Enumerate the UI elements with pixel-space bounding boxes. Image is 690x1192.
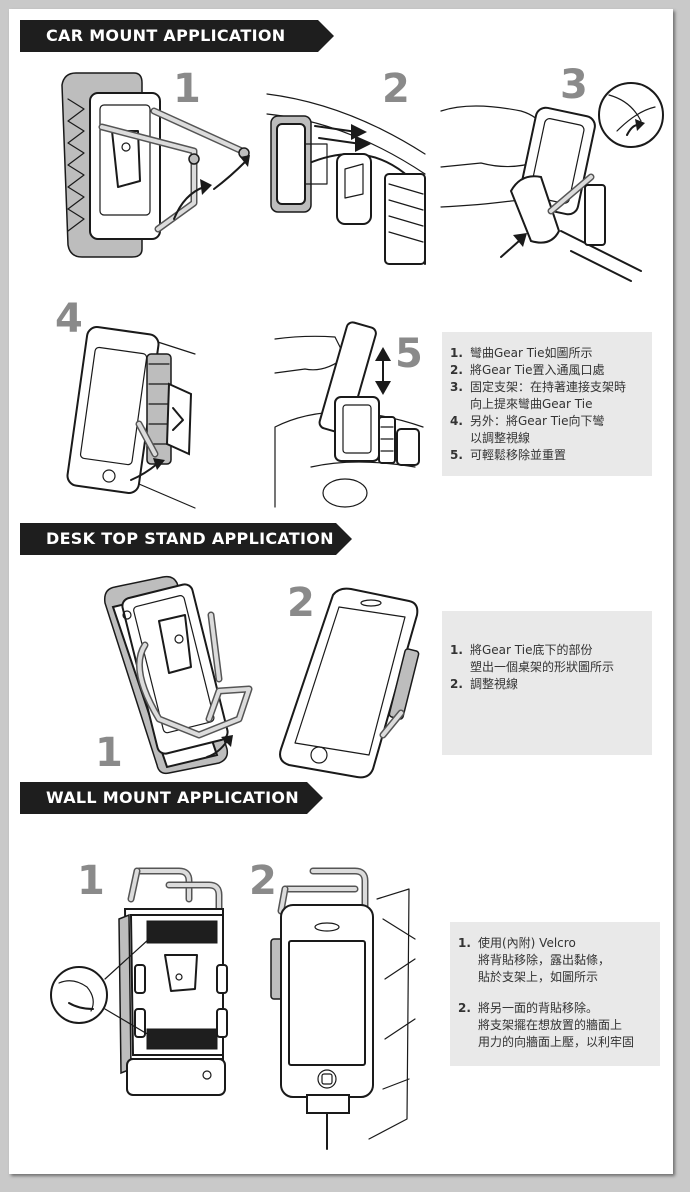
desk-stand-banner: DESK TOP STAND APPLICATION xyxy=(20,523,352,555)
desk-stand-title: DESK TOP STAND APPLICATION xyxy=(46,529,334,548)
car-instructions-list: 1.彎曲Gear Tie如圖所示 2.將Gear Tie置入通風口處 3.固定支… xyxy=(442,332,652,464)
car-step-3-illustration xyxy=(440,82,664,282)
desk-instructions-box: 1.將Gear Tie底下的部份塑出一個桌架的形狀圖所示 2.調整視線 xyxy=(442,611,652,755)
wall-step-2-illustration xyxy=(270,867,416,1150)
car-step-2-number: 2 xyxy=(382,66,410,112)
car-step-1-illustration xyxy=(61,72,250,258)
car-instructions-box: 1.彎曲Gear Tie如圖所示 2.將Gear Tie置入通風口處 3.固定支… xyxy=(442,332,652,476)
desk-instruction-2: 2.調整視線 xyxy=(450,677,519,691)
car-step-2-illustration xyxy=(266,93,426,265)
car-instruction-4: 4.另外：將Gear Tie向下彎以調整視線 xyxy=(450,414,605,445)
car-step-1-number: 1 xyxy=(173,66,201,112)
car-step-5-number: 5 xyxy=(395,331,423,377)
wall-instruction-2: 2.將另一面的背貼移除。將支架擺在想放置的牆面上用力的向牆面上壓，以利牢固 xyxy=(458,1001,635,1049)
desk-step-2-number: 2 xyxy=(287,580,315,626)
desk-step-1-number: 1 xyxy=(95,730,123,776)
instruction-sheet: CAR MOUNT APPLICATION 1 2 xyxy=(9,9,673,1174)
wall-mount-title: WALL MOUNT APPLICATION xyxy=(46,788,299,807)
desk-instruction-1: 1.將Gear Tie底下的部份塑出一個桌架的形狀圖所示 xyxy=(450,643,615,674)
car-mount-title: CAR MOUNT APPLICATION xyxy=(46,26,286,45)
wall-mount-banner: WALL MOUNT APPLICATION xyxy=(20,782,323,814)
car-step-4-illustration xyxy=(66,326,196,509)
wall-step-2-number: 2 xyxy=(249,858,277,904)
car-instruction-1: 1.彎曲Gear Tie如圖所示 xyxy=(450,346,593,360)
car-step-4-number: 4 xyxy=(55,296,83,342)
car-instruction-5: 5.可輕鬆移除並重置 xyxy=(450,448,567,462)
car-step-5-illustration xyxy=(274,321,424,508)
wall-step-1-number: 1 xyxy=(77,858,105,904)
wall-instruction-spacer xyxy=(450,986,660,1000)
car-instruction-3: 3.固定支架：在持著連接支架時向上提來彎曲Gear Tie xyxy=(450,380,627,411)
car-step-3-number: 3 xyxy=(560,62,588,108)
desk-step-1-illustration xyxy=(103,575,253,775)
wall-step-1-illustration xyxy=(50,867,228,1096)
desk-step-2-illustration xyxy=(279,587,420,779)
car-mount-banner: CAR MOUNT APPLICATION xyxy=(20,20,334,52)
car-instruction-2: 2.將Gear Tie置入通風口處 xyxy=(450,363,605,377)
desk-instructions-list: 1.將Gear Tie底下的部份塑出一個桌架的形狀圖所示 2.調整視線 xyxy=(442,611,652,693)
